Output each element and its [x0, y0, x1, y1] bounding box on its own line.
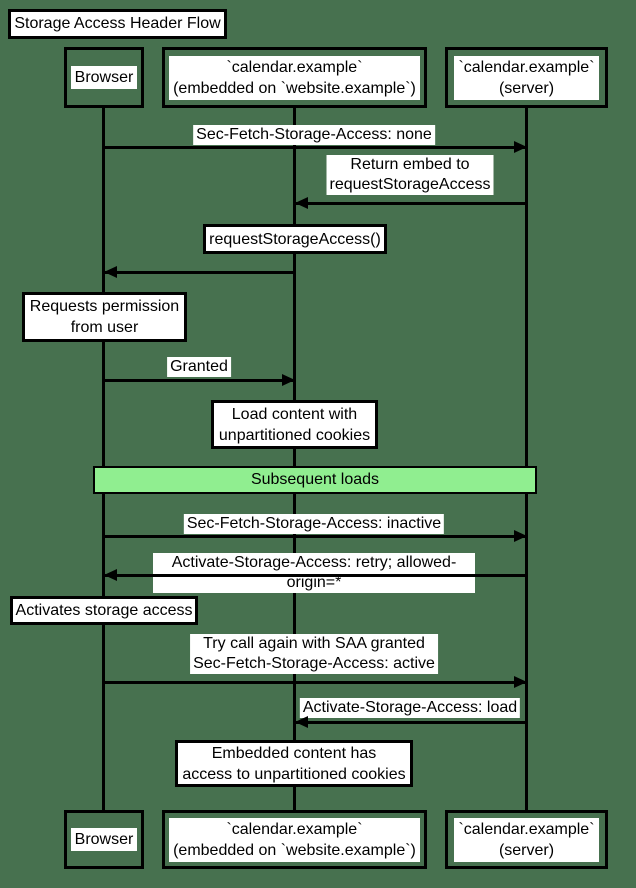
note-line2: from user [70, 319, 139, 336]
arrow-activate-load [295, 721, 527, 724]
subsequent-loads-band: Subsequent loads [93, 466, 537, 494]
message-label-line1: Try call again with SAA granted [203, 635, 425, 652]
participant-label-line1: `calendar.example` [226, 58, 363, 76]
arrow-sec-fetch-none [104, 146, 527, 149]
participant-label-line2: (server) [498, 841, 555, 859]
participant-label: `calendar.example` (embedded on `website… [169, 817, 420, 862]
note-line1: Embedded content has [211, 744, 377, 762]
lifeline-server [525, 108, 528, 810]
message-label-line1: Return embed to [350, 156, 470, 173]
lifeline-browser [102, 108, 105, 810]
arrowhead-right-icon [514, 676, 527, 688]
message-label-activate-load: Activate-Storage-Access: load [299, 698, 521, 718]
participant-top-server: `calendar.example` (server) [445, 47, 608, 108]
message-label-line2: Sec-Fetch-Storage-Access: active [193, 655, 435, 672]
diagram-title: Storage Access Header Flow [8, 9, 227, 39]
note-request-storage-access: requestStorageAccess() [203, 224, 387, 254]
participant-label: Browser [70, 66, 138, 89]
participant-label-line2: (embedded on `website.example`) [173, 79, 416, 97]
participant-bottom-embedded: `calendar.example` (embedded on `website… [162, 810, 427, 869]
participant-label-line2: (embedded on `website.example`) [173, 841, 416, 859]
note-line1: Requests permission [29, 298, 180, 315]
arrowhead-right-icon [514, 530, 527, 542]
participant-bottom-server: `calendar.example` (server) [445, 810, 608, 869]
arrow-try-again [104, 681, 527, 684]
arrowhead-left-icon [295, 197, 308, 209]
arrow-sec-fetch-inactive [104, 535, 527, 538]
arrow-request-saa-call [104, 271, 295, 274]
note-line2: access to unpartitioned cookies [182, 765, 406, 783]
arrow-activate-retry [104, 574, 527, 577]
message-label-sec-fetch-inactive: Sec-Fetch-Storage-Access: inactive [183, 514, 445, 534]
note-label: Activates storage access [15, 602, 193, 619]
participant-label-line1: `calendar.example` [458, 58, 595, 76]
lifeline-embedded [293, 108, 296, 810]
participant-label-line2: (server) [498, 79, 555, 97]
note-line2: unpartitioned cookies [218, 426, 371, 444]
participant-top-browser: Browser [64, 47, 144, 108]
participant-label-line1: `calendar.example` [226, 820, 363, 838]
participant-label: `calendar.example` (embedded on `website… [169, 55, 420, 100]
note-embedded-content: Embedded content has access to unpartiti… [175, 740, 413, 787]
band-label: Subsequent loads [250, 471, 380, 488]
participant-label-line1: `calendar.example` [458, 820, 595, 838]
message-label-line2: requestStorageAccess [329, 176, 491, 193]
participant-bottom-browser: Browser [64, 810, 144, 869]
message-label-return-embed: Return embed to requestStorageAccess [326, 155, 494, 195]
note-line1: Load content with [231, 405, 358, 423]
arrow-granted [104, 379, 295, 382]
participant-label: `calendar.example` (server) [454, 817, 599, 862]
participant-top-embedded: `calendar.example` (embedded on `website… [162, 47, 427, 108]
arrowhead-left-icon [104, 569, 117, 581]
arrowhead-left-icon [104, 266, 117, 278]
note-activates-storage: Activates storage access [10, 596, 198, 625]
participant-label: `calendar.example` (server) [454, 55, 599, 100]
message-label-sec-fetch-none: Sec-Fetch-Storage-Access: none [193, 125, 435, 145]
arrowhead-right-icon [282, 374, 295, 386]
participant-label: Browser [70, 828, 138, 851]
note-load-content: Load content with unpartitioned cookies [211, 400, 378, 449]
note-label: requestStorageAccess() [209, 230, 381, 248]
arrowhead-left-icon [295, 716, 308, 728]
message-label-granted: Granted [167, 357, 231, 377]
note-requests-permission: Requests permission from user [22, 292, 187, 342]
message-label-try-again: Try call again with SAA granted Sec-Fetc… [190, 634, 438, 674]
arrowhead-right-icon [514, 141, 527, 153]
message-label-activate-retry: Activate-Storage-Access: retry; allowed-… [153, 553, 475, 593]
arrow-return-embed [295, 202, 527, 205]
